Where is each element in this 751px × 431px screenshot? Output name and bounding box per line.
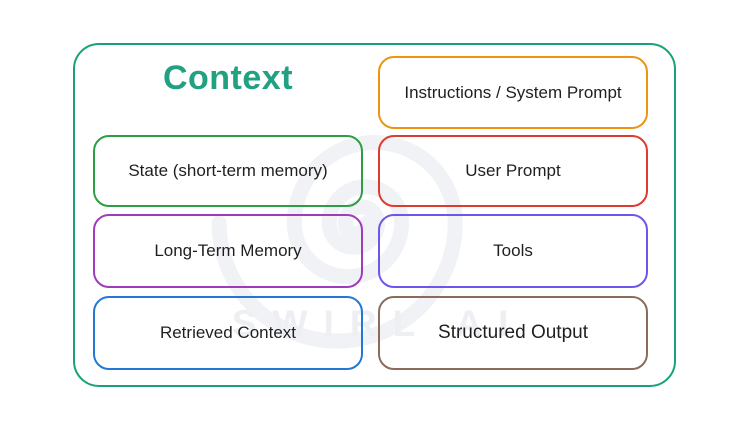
watermark-text: SWIRL AI xyxy=(232,303,525,344)
box-structured-output-label: Structured Output xyxy=(438,322,588,343)
box-long-term-memory-label: Long-Term Memory xyxy=(154,241,302,260)
box-instructions-system-prompt: Instructions / System Prompt xyxy=(378,56,648,129)
context-outer-frame xyxy=(73,43,676,387)
box-retrieved-context-label: Retrieved Context xyxy=(159,323,297,342)
box-instructions-label: Instructions / System Prompt xyxy=(404,82,622,102)
box-retrieved-context: Retrieved Context xyxy=(93,296,363,370)
box-user-prompt-label: User Prompt xyxy=(465,161,561,180)
box-state-label: State (short-term memory) xyxy=(128,161,328,180)
box-tools-label: Tools xyxy=(493,241,533,260)
box-structured-output: Structured Output xyxy=(378,296,648,370)
box-tools: Tools xyxy=(378,214,648,288)
diagram-title: Context xyxy=(162,59,294,97)
box-long-term-memory: Long-Term Memory xyxy=(93,214,363,288)
box-user-prompt: User Prompt xyxy=(378,135,648,207)
box-state-short-term-memory: State (short-term memory) xyxy=(93,135,363,207)
